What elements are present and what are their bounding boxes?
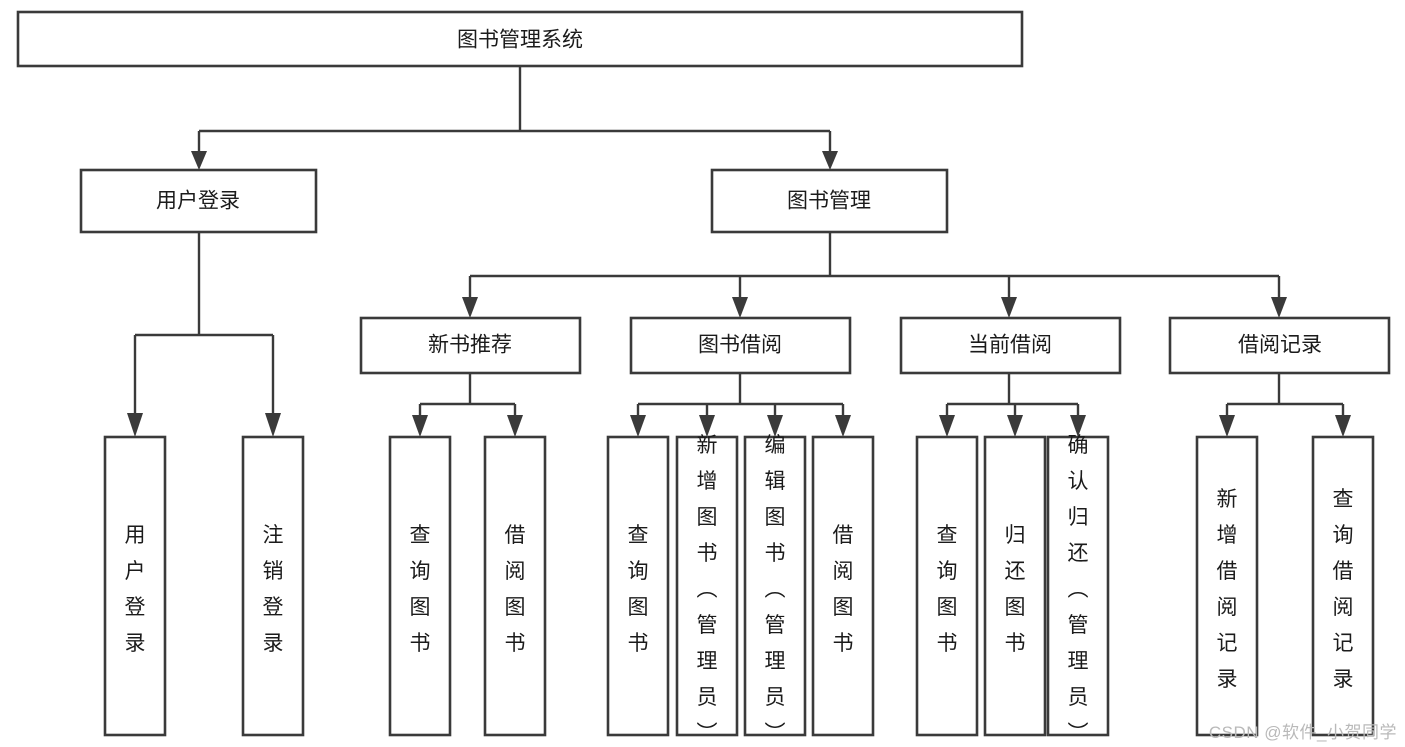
arrow-to-book-manage-icon	[822, 151, 838, 170]
arrow-leaf-3-icon	[412, 415, 428, 437]
node-borrow-record-box[interactable]	[1168, 316, 1391, 375]
leaf-node-query-book-1[interactable]	[388, 435, 452, 737]
arrow-leaf-6-icon	[699, 415, 715, 437]
leaf-label-layer: 用户登录 注销登录 查询图书 借阅图书 查询图书 新增图书︵管理员︶ 编辑图书︵管理员︶ 借阅…	[125, 434, 1354, 745]
node-book-borrow-label: 图书借阅	[698, 334, 782, 357]
leaf-node-add-book-box[interactable]	[675, 435, 739, 737]
leaf-node-add-record-box[interactable]	[1195, 435, 1259, 737]
node-root[interactable]: 图书管理系统	[16, 10, 1024, 68]
leaf-node-borrow-book-2-box[interactable]	[811, 435, 875, 737]
leaf-node-add-book[interactable]	[675, 435, 739, 737]
leaf-node-edit-book[interactable]	[743, 435, 807, 737]
leaf-label-borrow-book-2: 借阅图书	[833, 524, 854, 655]
leaf-label-query-book-3: 查询图书	[937, 524, 958, 655]
leaf-node-query-book-2[interactable]	[606, 435, 670, 737]
arrow-leaf-12-icon	[1219, 415, 1235, 437]
leaf-label-logout: 注销登录	[263, 524, 284, 655]
leaf-label-add-book: 新增图书︵管理员︶	[697, 434, 718, 745]
leaf-node-user-login[interactable]	[103, 435, 167, 737]
connector-layer	[127, 66, 1351, 437]
node-user-login-box[interactable]	[79, 168, 318, 234]
leaf-node-return-book[interactable]	[983, 435, 1047, 737]
arrow-to-newbook-icon	[462, 297, 478, 318]
leaf-label-borrow-book-1: 借阅图书	[505, 524, 526, 655]
node-borrow-record[interactable]: 借阅记录	[1168, 316, 1391, 375]
leaf-node-query-book-3-box[interactable]	[915, 435, 979, 737]
watermark-text: CSDN @软件_小贺同学	[1208, 723, 1397, 742]
arrow-leaf-10-icon	[1007, 415, 1023, 437]
leaf-label-add-record: 新增借阅记录	[1217, 488, 1238, 691]
node-book-borrow-box[interactable]	[629, 316, 852, 375]
leaf-label-query-book-1: 查询图书	[410, 524, 431, 655]
leaf-node-return-book-box[interactable]	[983, 435, 1047, 737]
arrow-leaf-13-icon	[1335, 415, 1351, 437]
node-new-book-recommend[interactable]: 新书推荐	[359, 316, 582, 375]
node-new-book-recommend-box[interactable]	[359, 316, 582, 375]
leaf-node-confirm-return[interactable]	[1046, 435, 1110, 737]
node-borrow-record-label: 借阅记录	[1238, 334, 1322, 357]
arrow-leaf-1-icon	[127, 413, 143, 437]
node-book-manage-label: 图书管理	[787, 190, 871, 213]
node-user-login[interactable]: 用户登录	[79, 168, 318, 234]
leaf-label-confirm-return: 确认归还︵管理员︶	[1068, 434, 1089, 745]
leaf-node-query-book-1-box[interactable]	[388, 435, 452, 737]
node-new-book-recommend-label: 新书推荐	[428, 334, 512, 357]
node-book-borrow[interactable]: 图书借阅	[629, 316, 852, 375]
arrow-to-current-icon	[1001, 297, 1017, 318]
leaf-label-query-book-2: 查询图书	[628, 524, 649, 655]
arrow-to-borrow-icon	[732, 297, 748, 318]
leaf-node-borrow-book-1-box[interactable]	[483, 435, 547, 737]
arrow-leaf-9-icon	[939, 415, 955, 437]
leaf-node-query-record[interactable]	[1311, 435, 1375, 737]
leaf-node-borrow-book-1[interactable]	[483, 435, 547, 737]
arrow-to-user-login-icon	[191, 151, 207, 170]
arrow-leaf-8-icon	[835, 415, 851, 437]
node-current-borrow-box[interactable]	[899, 316, 1122, 375]
leaf-node-borrow-book-2[interactable]	[811, 435, 875, 737]
node-root-label: 图书管理系统	[457, 29, 583, 52]
leaf-label-user-login: 用户登录	[125, 524, 146, 655]
leaf-node-add-record[interactable]	[1195, 435, 1259, 737]
arrow-to-record-icon	[1271, 297, 1287, 318]
leaf-node-logout-box[interactable]	[241, 435, 305, 737]
arrow-leaf-5-icon	[630, 415, 646, 437]
node-current-borrow-label: 当前借阅	[968, 334, 1052, 357]
leaf-node-query-book-2-box[interactable]	[606, 435, 670, 737]
leaf-label-query-record: 查询借阅记录	[1333, 488, 1354, 691]
arrow-leaf-11-icon	[1070, 415, 1086, 437]
leaf-label-return-book: 归还图书	[1005, 524, 1026, 655]
leaf-node-edit-book-box[interactable]	[743, 435, 807, 737]
node-book-manage[interactable]: 图书管理	[710, 168, 949, 234]
leaf-node-user-login-box[interactable]	[103, 435, 167, 737]
leaf-node-confirm-return-box[interactable]	[1046, 435, 1110, 737]
node-root-box[interactable]	[16, 10, 1024, 68]
arrow-leaf-2-icon	[265, 413, 281, 437]
node-layer: 图书管理系统 用户登录 图书管理 新书推荐 图书借阅 当前	[16, 10, 1391, 745]
leaf-node-query-record-box[interactable]	[1311, 435, 1375, 737]
arrow-leaf-7-icon	[767, 415, 783, 437]
arrow-leaf-4-icon	[507, 415, 523, 437]
node-book-manage-box[interactable]	[710, 168, 949, 234]
leaf-label-edit-book: 编辑图书︵管理员︶	[765, 434, 786, 745]
leaf-node-logout[interactable]	[241, 435, 305, 737]
node-current-borrow[interactable]: 当前借阅	[899, 316, 1122, 375]
leaf-node-query-book-3[interactable]	[915, 435, 979, 737]
node-user-login-label: 用户登录	[156, 190, 240, 213]
